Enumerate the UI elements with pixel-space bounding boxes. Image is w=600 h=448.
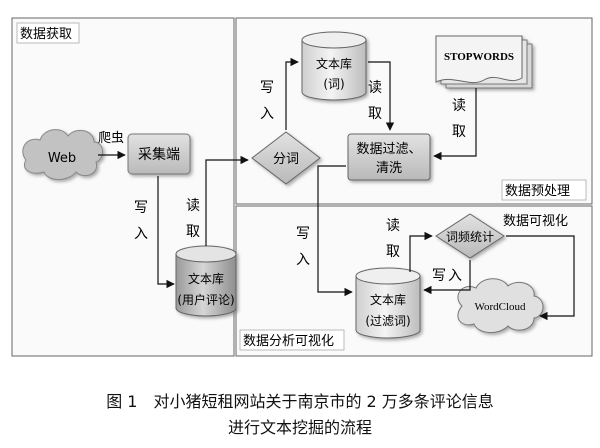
analysis-region-label: 数据分析可视化 — [243, 334, 334, 349]
write-to-words-arrow — [285, 57, 299, 130]
acquisition-label-box — [16, 22, 80, 44]
read-label-3b: 取 — [452, 124, 466, 140]
read-label-2b: 取 — [368, 106, 382, 122]
acquisition-region-label: 数据获取 — [20, 27, 72, 42]
write-label-4a: 写 — [432, 268, 446, 284]
write-label-2b: 入 — [260, 106, 274, 122]
web-cloud-node — [22, 129, 103, 180]
corpus-words-sublabel: (词) — [323, 77, 344, 91]
read-label-4a: 读 — [386, 217, 400, 234]
corpus-users-cylinder — [175, 245, 237, 317]
figure-caption-line-2: 进行文本挖掘的流程 — [227, 418, 372, 437]
filter-node-label: 数据过滤、 — [356, 142, 421, 157]
corpus-users-label: 文本库 — [188, 271, 224, 286]
read-label-1a: 读 — [186, 197, 200, 214]
corpus-words-cylinder — [301, 31, 367, 101]
read-label-1b: 取 — [186, 224, 200, 240]
read-to-filter-arrow — [368, 61, 395, 131]
analysis-label-box — [239, 329, 345, 351]
write-label-2a: 写 — [260, 80, 274, 96]
preprocessing-label-box — [501, 179, 587, 201]
write-frequency-arrow — [423, 260, 471, 295]
corpus-filtered-label: 文本库 — [370, 292, 406, 307]
stopwords-label: STOPWORDS — [444, 51, 514, 63]
stopwords-document — [435, 35, 533, 89]
corpus-filtered-cylinder — [355, 267, 421, 339]
write-label-1b: 入 — [134, 226, 148, 242]
segmentation-node-label: 分词 — [273, 152, 299, 167]
read-label-3a: 读 — [452, 97, 466, 114]
read-to-segmentation-arrow — [205, 155, 249, 246]
corpus-users-sublabel: (用户评论) — [177, 292, 234, 307]
corpus-filtered-sublabel: (过滤词) — [365, 314, 410, 328]
collector-node — [127, 133, 191, 175]
filter-node — [347, 133, 431, 181]
corpus-words-label: 文本库 — [316, 56, 352, 71]
figure-caption-line-1: 图 1 对小猪短租网站关于南京市的 2 万多条评论信息 — [106, 392, 494, 411]
filter-node-sublabel: 清洗 — [376, 161, 402, 176]
read-stopwords-arrow — [433, 88, 477, 161]
read-to-frequency-arrow — [409, 231, 433, 272]
read-label-4b: 取 — [386, 244, 400, 260]
write-filtered-arrow — [317, 165, 353, 297]
preprocessing-region-label: 数据预处理 — [505, 184, 570, 199]
write-label-1a: 写 — [134, 200, 148, 216]
write-label-3a: 写 — [296, 226, 310, 242]
segmentation-node — [251, 131, 321, 185]
write-label-3b: 入 — [296, 252, 310, 268]
frequency-node — [435, 213, 505, 259]
web-node-label: Web — [48, 151, 76, 166]
wordcloud-node — [457, 278, 544, 333]
visualize-arrow — [506, 235, 575, 321]
read-label-2a: 读 — [368, 79, 382, 96]
crawl-label: 爬虫 — [98, 131, 124, 146]
frequency-node-label: 词频统计 — [446, 230, 494, 244]
collector-node-label: 采集端 — [138, 146, 180, 163]
visualization-label: 数据可视化 — [503, 214, 568, 229]
write-to-corpus-arrow — [157, 176, 175, 289]
write-label-4b: 入 — [448, 268, 462, 284]
wordcloud-node-label: WordCloud — [474, 301, 526, 313]
